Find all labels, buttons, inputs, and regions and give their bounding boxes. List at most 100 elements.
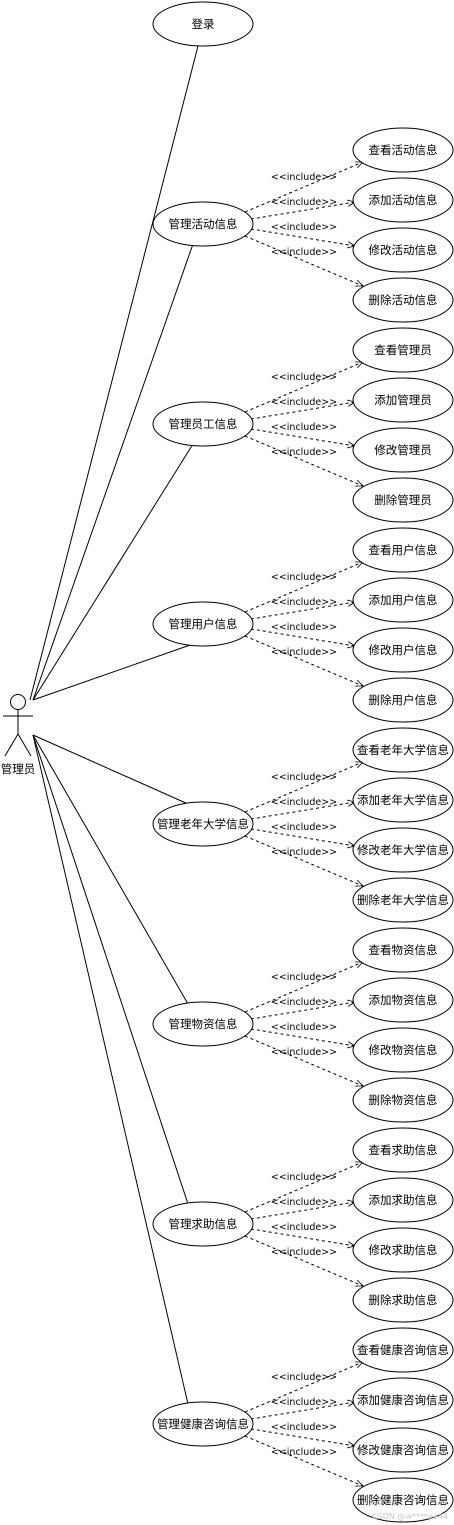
usecase-view-6[interactable]: 查看求助信息 (352, 1127, 454, 1173)
include-label: <<include>> (271, 597, 337, 608)
usecase-child-ellipse (352, 777, 454, 823)
include-arrow-4-add (244, 802, 355, 821)
usecase-child-label: 修改物资信息 (369, 1043, 438, 1057)
usecase-child-label: 查看物资信息 (369, 943, 438, 957)
include-arrow-7-delete (244, 1435, 363, 1487)
usecase-group-2-parent[interactable]: 管理员工信息 (152, 401, 254, 447)
usecase-add-1[interactable]: 添加活动信息 (352, 177, 454, 223)
include-arrow-3-edit (244, 627, 355, 646)
include-label: <<include>> (271, 172, 337, 183)
association-group-1 (32, 243, 194, 701)
usecase-child-label: 添加物资信息 (369, 993, 438, 1007)
usecase-parent-ellipse (152, 1001, 254, 1047)
usecase-delete-3[interactable]: 删除用户信息 (352, 677, 454, 723)
include-arrow-1-edit (244, 227, 355, 246)
actor-head (10, 694, 26, 710)
usecase-group-3-parent[interactable]: 管理用户信息 (152, 601, 254, 647)
include-label: <<include>> (271, 1222, 337, 1233)
include-label: <<include>> (271, 797, 337, 808)
usecase-delete-2[interactable]: 删除管理员 (352, 477, 454, 523)
include-label: <<include>> (271, 372, 337, 383)
usecase-view-7[interactable]: 查看健康咨询信息 (352, 1327, 454, 1373)
usecase-delete-6[interactable]: 删除求助信息 (352, 1277, 454, 1323)
usecase-parent-label: 管理用户信息 (169, 617, 238, 631)
usecase-parent-label: 管理健康咨询信息 (157, 1417, 249, 1431)
usecase-group-6-parent[interactable]: 管理求助信息 (152, 1201, 254, 1247)
usecase-parent-ellipse (152, 801, 254, 847)
usecase-parent-ellipse (152, 401, 254, 447)
usecase-child-label: 删除物资信息 (369, 1093, 438, 1107)
usecase-view-3[interactable]: 查看用户信息 (352, 527, 454, 573)
usecase-child-ellipse (352, 477, 454, 523)
actor-admin[interactable]: 管理员 (1, 694, 36, 777)
usecase-group-1-parent[interactable]: 管理活动信息 (152, 201, 254, 247)
usecase-child-label: 删除老年大学信息 (357, 893, 449, 907)
usecase-child-ellipse (352, 127, 454, 173)
usecase-add-6[interactable]: 添加求助信息 (352, 1177, 454, 1223)
usecase-view-5[interactable]: 查看物资信息 (352, 927, 454, 973)
usecase-child-label: 查看管理员 (374, 343, 432, 357)
usecase-delete-4[interactable]: 删除老年大学信息 (352, 877, 454, 923)
usecase-edit-4[interactable]: 修改老年大学信息 (352, 827, 454, 873)
usecase-child-ellipse (352, 1377, 454, 1423)
usecase-view-1[interactable]: 查看活动信息 (352, 127, 454, 173)
usecase-login[interactable]: 登录 (152, 1, 254, 47)
include-arrow-2-delete (244, 435, 363, 487)
usecase-edit-5[interactable]: 修改物资信息 (352, 1027, 454, 1073)
usecase-add-7[interactable]: 添加健康咨询信息 (352, 1377, 454, 1423)
include-label: <<include>> (271, 397, 337, 408)
usecase-group-7-parent[interactable]: 管理健康咨询信息 (152, 1401, 254, 1447)
usecase-edit-2[interactable]: 修改管理员 (352, 427, 454, 473)
usecase-child-ellipse (352, 1177, 454, 1223)
usecase-group-4-parent[interactable]: 管理老年大学信息 (152, 801, 254, 847)
usecase-child-ellipse (352, 327, 454, 373)
usecase-parent-ellipse (152, 1401, 254, 1447)
actor-right-leg (17, 733, 32, 757)
include-label: <<include>> (271, 422, 337, 433)
usecase-edit-1[interactable]: 修改活动信息 (352, 227, 454, 273)
include-arrow-6-edit (244, 1227, 355, 1246)
usecase-parent-ellipse (152, 201, 254, 247)
include-arrow-1-add (244, 202, 355, 221)
usecase-edit-6[interactable]: 修改求助信息 (352, 1227, 454, 1273)
association-group-5 (32, 734, 189, 1005)
usecase-view-2[interactable]: 查看管理员 (352, 327, 454, 373)
usecase-delete-1[interactable]: 删除活动信息 (352, 277, 454, 323)
usecase-add-5[interactable]: 添加物资信息 (352, 977, 454, 1023)
usecase-delete-7[interactable]: 删除健康咨询信息 (352, 1477, 454, 1523)
usecase-child-ellipse (352, 1277, 454, 1323)
include-label: <<include>> (271, 997, 337, 1008)
usecase-child-ellipse (352, 927, 454, 973)
usecase-child-label: 删除用户信息 (369, 693, 438, 707)
include-label: <<include>> (271, 572, 337, 583)
usecase-delete-5[interactable]: 删除物资信息 (352, 1077, 454, 1123)
include-label: <<include>> (271, 847, 337, 858)
usecase-group-5-parent[interactable]: 管理物资信息 (152, 1001, 254, 1047)
usecase-add-4[interactable]: 添加老年大学信息 (352, 777, 454, 823)
usecase-child-ellipse (352, 427, 454, 473)
usecase-child-label: 添加健康咨询信息 (357, 1393, 449, 1407)
usecase-add-3[interactable]: 添加用户信息 (352, 577, 454, 623)
usecase-child-label: 删除活动信息 (369, 293, 438, 307)
usecase-child-ellipse (352, 577, 454, 623)
include-arrow-5-edit (244, 1027, 355, 1046)
association-group-4 (32, 734, 189, 805)
include-label: <<include>> (271, 822, 337, 833)
include-arrow-7-edit (244, 1427, 355, 1446)
include-label: <<include>> (271, 447, 337, 458)
include-label: <<include>> (271, 1197, 337, 1208)
usecase-edit-7[interactable]: 修改健康咨询信息 (352, 1427, 454, 1473)
usecase-child-ellipse (352, 1077, 454, 1123)
usecase-child-ellipse (352, 1127, 454, 1173)
usecase-child-ellipse (352, 1477, 454, 1523)
association-group-2 (32, 443, 194, 701)
usecase-child-label: 添加求助信息 (369, 1193, 438, 1207)
usecase-child-ellipse (352, 677, 454, 723)
include-arrow-7-add (244, 1402, 355, 1421)
usecase-edit-3[interactable]: 修改用户信息 (352, 627, 454, 673)
usecase-child-label: 删除健康咨询信息 (357, 1493, 449, 1507)
usecase-add-2[interactable]: 添加管理员 (352, 377, 454, 423)
association-lines (29, 45, 199, 1405)
usecase-view-4[interactable]: 查看老年大学信息 (352, 727, 454, 773)
